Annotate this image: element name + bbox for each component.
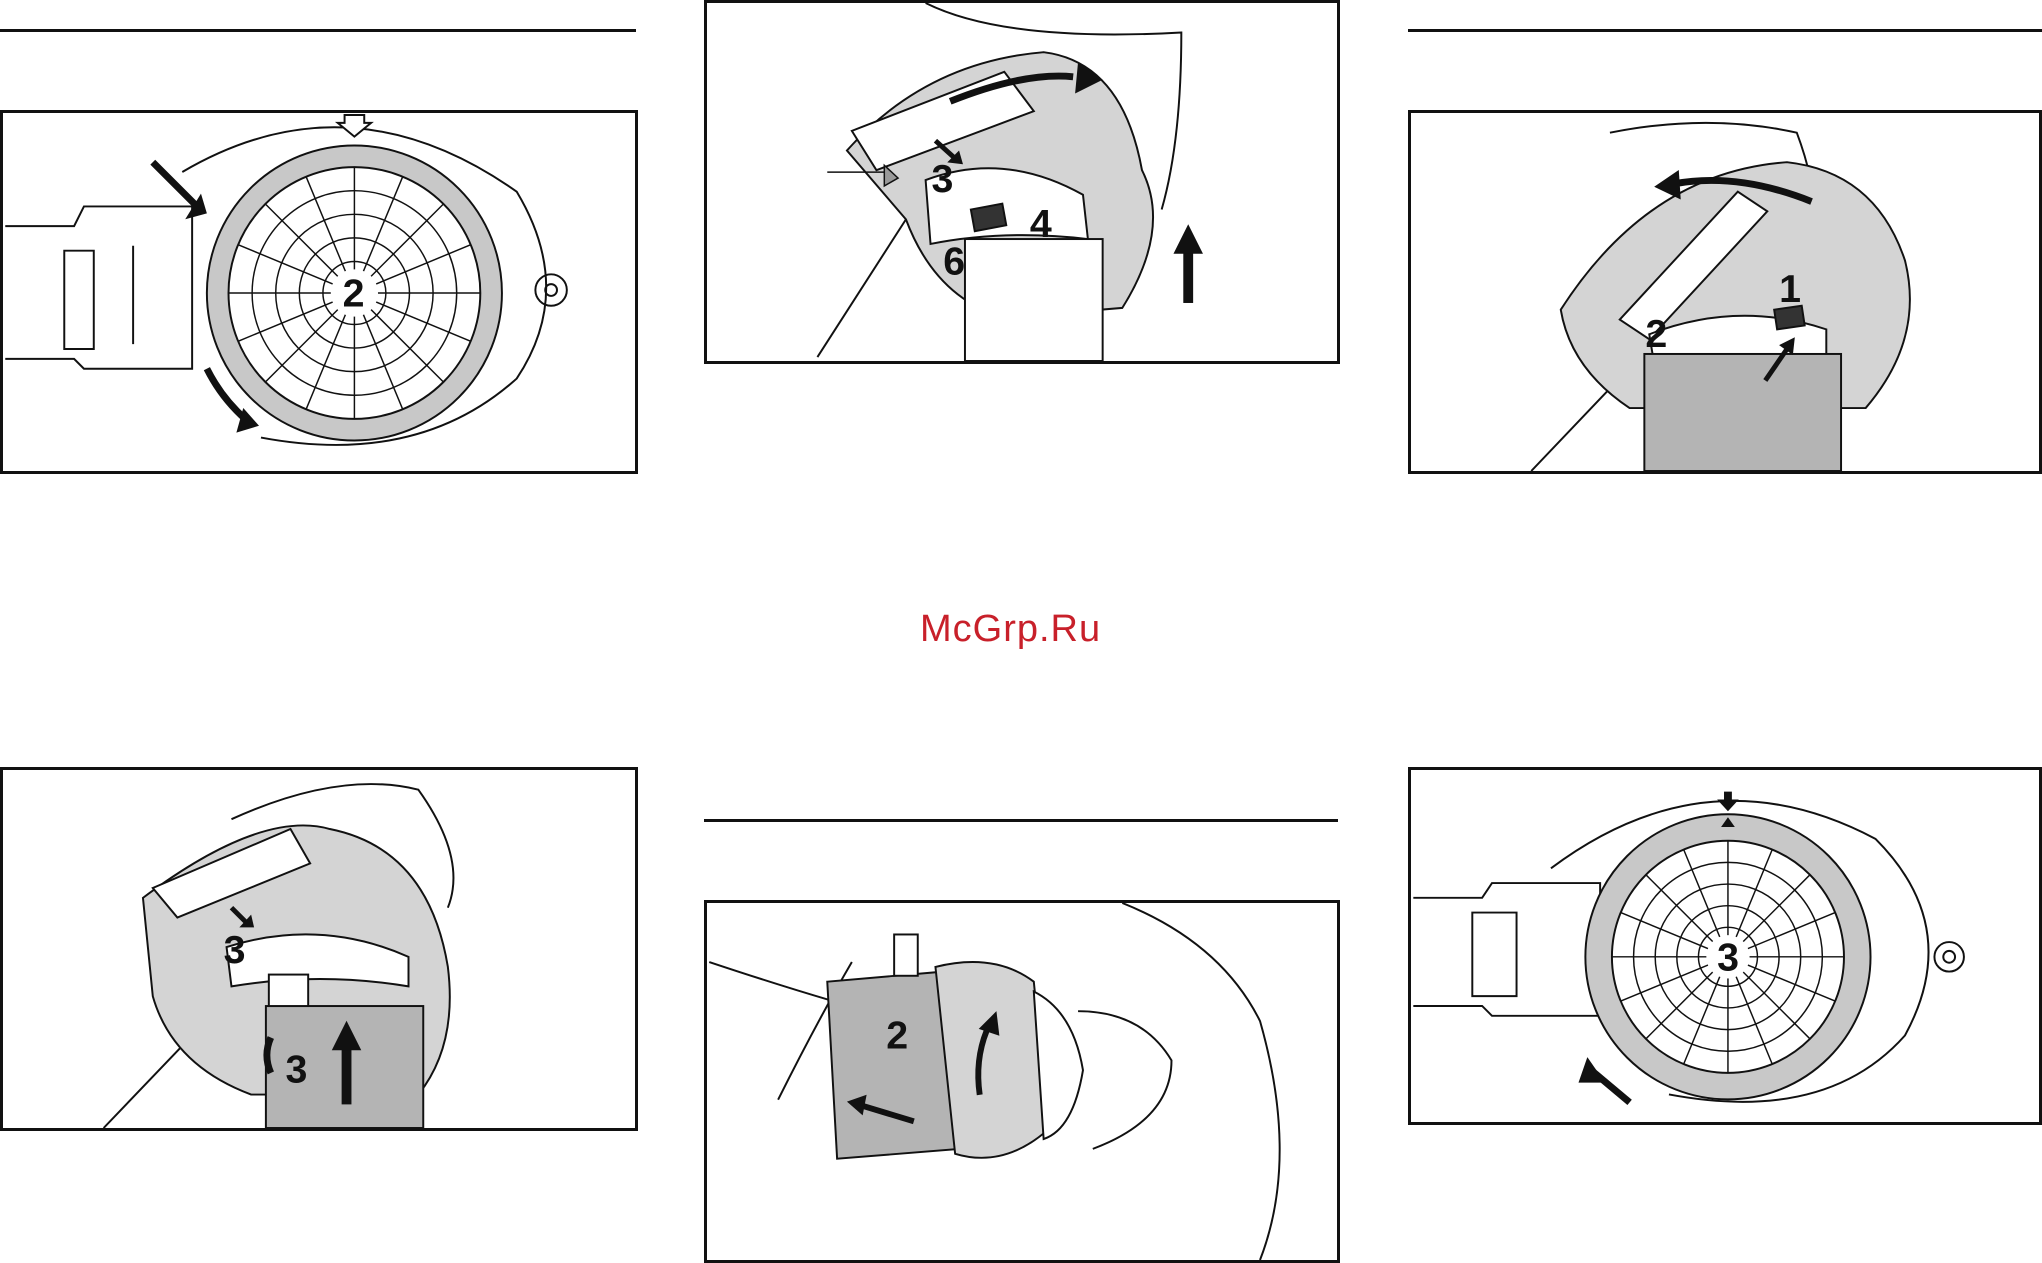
- section-rule-top-left: [0, 29, 636, 32]
- figure-f-panel: 3: [1408, 767, 2042, 1125]
- figure-d-illustration: 3 3: [3, 770, 635, 1128]
- watermark-text: McGrp.Ru: [920, 608, 1101, 651]
- figure-c-panel: 1 2: [1408, 110, 2042, 474]
- figure-a-illustration: 2: [3, 113, 635, 471]
- figure-c-label-2: 2: [1645, 312, 1667, 356]
- figure-d-panel: 3 3: [0, 767, 638, 1131]
- figure-b-panel: 3 4 6: [704, 0, 1340, 364]
- figure-e-panel: 2: [704, 900, 1340, 1263]
- figure-d-label-3-bottom: 3: [286, 1048, 308, 1092]
- figure-f-label: 3: [1717, 936, 1739, 980]
- figure-e-label: 2: [886, 1014, 908, 1058]
- figure-d-label-3-top: 3: [224, 928, 246, 972]
- figure-f-illustration: 3: [1411, 770, 2039, 1122]
- figure-c-illustration: 1 2: [1411, 113, 2039, 471]
- figure-e-illustration: 2: [707, 903, 1337, 1260]
- figure-a-label: 2: [343, 272, 365, 316]
- figure-b-illustration: 3 4 6: [707, 3, 1337, 361]
- figure-a-panel: 2: [0, 110, 638, 474]
- figure-b-label-6: 6: [943, 239, 965, 283]
- figure-b-label-4: 4: [1030, 202, 1052, 246]
- figure-b-label-3: 3: [932, 157, 954, 201]
- section-rule-bottom-middle: [704, 819, 1338, 822]
- section-rule-top-right: [1408, 29, 2042, 32]
- figure-c-label-1: 1: [1779, 267, 1801, 311]
